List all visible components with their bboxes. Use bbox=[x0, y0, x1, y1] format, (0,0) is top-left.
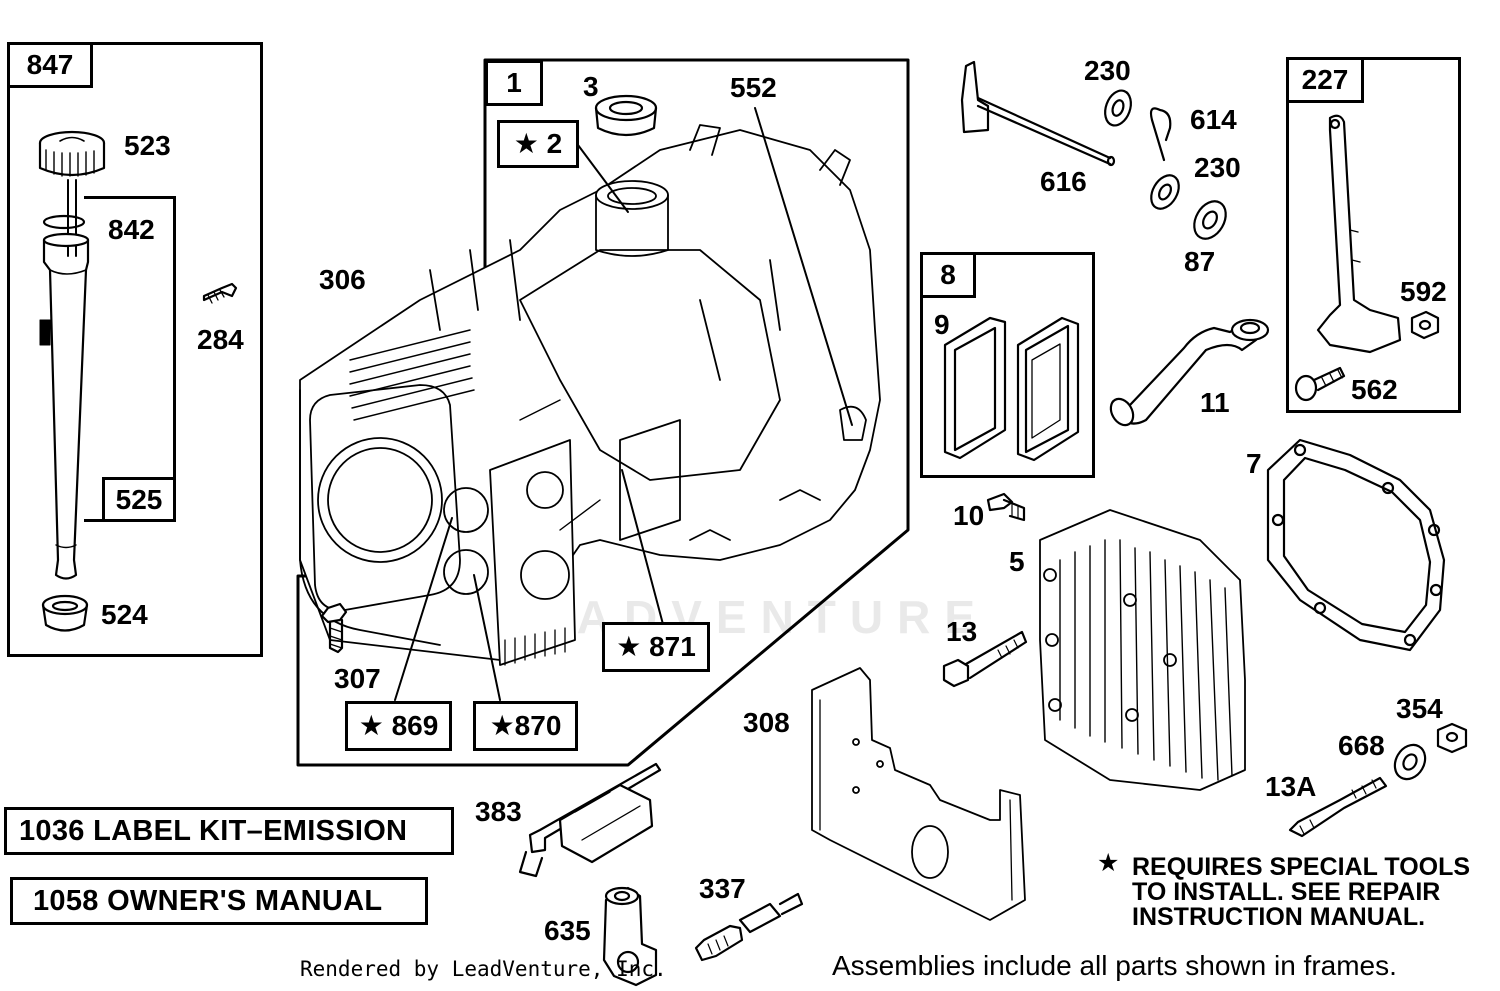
washer-230b-drawing bbox=[1150, 174, 1180, 210]
frame-227-outline bbox=[1286, 57, 1461, 413]
part-label-7: 7 bbox=[1246, 448, 1262, 479]
frame-8-outline bbox=[920, 252, 1095, 478]
o-ring-842-drawing bbox=[42, 214, 86, 230]
special-tools-note-line1: REQUIRES SPECIAL TOOLS bbox=[1132, 853, 1471, 881]
spark-plug-boot-drawing bbox=[602, 886, 658, 987]
special-tools-note-line3: INSTRUCTION MANUAL. bbox=[1132, 903, 1426, 931]
governor-lever-drawing bbox=[1316, 114, 1402, 354]
part-label-308: 308 bbox=[743, 707, 790, 738]
part-label-592: 592 bbox=[1400, 276, 1447, 307]
part-label-562: 562 bbox=[1351, 374, 1398, 405]
frame-847-outline bbox=[7, 42, 263, 657]
frame-8-tag: 8 bbox=[920, 252, 976, 298]
stud-13a-drawing bbox=[1288, 776, 1388, 838]
part-label-87: 87 bbox=[1184, 246, 1216, 277]
part-label-13: 13 bbox=[946, 616, 978, 647]
part-label-616: 616 bbox=[1040, 166, 1087, 197]
frame-847-tag: 847 bbox=[7, 42, 93, 88]
part-label-307: 307 bbox=[334, 663, 381, 694]
part-label-614: 614 bbox=[1190, 104, 1237, 135]
seal-3-drawing bbox=[594, 94, 658, 137]
owners-manual-box: 1058 OWNER'S MANUAL bbox=[10, 877, 428, 925]
breather-tube-drawing bbox=[1109, 318, 1270, 427]
breather-cover-drawing bbox=[1016, 316, 1080, 462]
part-label-284: 284 bbox=[197, 324, 244, 355]
part-label-523: 523 bbox=[124, 130, 171, 161]
nut-592-drawing bbox=[1410, 310, 1440, 340]
part-label-354: 354 bbox=[1396, 693, 1443, 724]
special-tools-star: ★ bbox=[1097, 849, 1120, 877]
part-label-13a: 13A bbox=[1265, 771, 1317, 802]
frame-870-tag: ★870 bbox=[473, 701, 578, 751]
gasket-9-drawing bbox=[943, 316, 1007, 460]
grommet-524-drawing bbox=[41, 594, 89, 632]
frame-869-tag: ★ 869 bbox=[345, 701, 452, 751]
hair-pin-614-drawing bbox=[1149, 107, 1172, 162]
washer-668-drawing bbox=[1393, 743, 1427, 781]
air-guide-plate-drawing bbox=[811, 667, 1026, 921]
bolt-307-drawing bbox=[320, 602, 348, 654]
washer-87-drawing bbox=[1193, 200, 1227, 240]
tool-383-drawing bbox=[518, 762, 662, 878]
part-label-337: 337 bbox=[699, 873, 746, 904]
part-label-3: 3 bbox=[583, 71, 599, 102]
part-label-552: 552 bbox=[730, 72, 777, 103]
part-label-11: 11 bbox=[1200, 387, 1230, 418]
part-label-635: 635 bbox=[544, 915, 591, 946]
frame-2-tag: ★ 2 bbox=[497, 120, 579, 168]
part-label-230-lower: 230 bbox=[1194, 152, 1241, 183]
part-label-230-upper: 230 bbox=[1084, 55, 1131, 86]
part-label-524: 524 bbox=[101, 599, 148, 630]
screw-562-drawing bbox=[1294, 366, 1346, 402]
part-label-10: 10 bbox=[953, 500, 985, 531]
washer-230a-drawing bbox=[1104, 89, 1132, 127]
part-label-306: 306 bbox=[319, 264, 366, 295]
part-label-842: 842 bbox=[108, 214, 155, 245]
frame-525-tag: 525 bbox=[102, 477, 176, 522]
part-label-383: 383 bbox=[475, 796, 522, 827]
screw-284-drawing bbox=[202, 282, 238, 304]
frame-871-tag: ★ 871 bbox=[602, 622, 710, 672]
special-tools-note-line2: TO INSTALL. SEE REPAIR bbox=[1132, 878, 1441, 906]
crankcase-drawing bbox=[299, 124, 881, 666]
part-label-5: 5 bbox=[1009, 546, 1025, 577]
assemblies-note: Assemblies include all parts shown in fr… bbox=[832, 950, 1397, 981]
frame-227-tag: 227 bbox=[1286, 57, 1364, 103]
cylinder-head-drawing bbox=[1039, 509, 1246, 791]
bolt-13-drawing bbox=[942, 630, 1028, 688]
part-label-668: 668 bbox=[1338, 730, 1385, 761]
spark-plug-drawing bbox=[694, 892, 804, 962]
label-kit-emission-box: 1036 LABEL KIT–EMISSION bbox=[4, 807, 454, 855]
part-label-9: 9 bbox=[934, 309, 950, 340]
cylinder-head-gasket-drawing bbox=[1266, 438, 1446, 652]
rendered-by-credit: Rendered by LeadVenture, Inc. bbox=[300, 957, 667, 981]
nut-354-drawing bbox=[1436, 722, 1468, 754]
dipstick-tube-drawing bbox=[39, 232, 90, 580]
dipstick-cap-drawing bbox=[38, 130, 106, 177]
governor-shaft-drawing bbox=[960, 60, 1116, 167]
bolt-10-drawing bbox=[986, 492, 1026, 522]
frame-1-tag: 1 bbox=[485, 60, 543, 106]
